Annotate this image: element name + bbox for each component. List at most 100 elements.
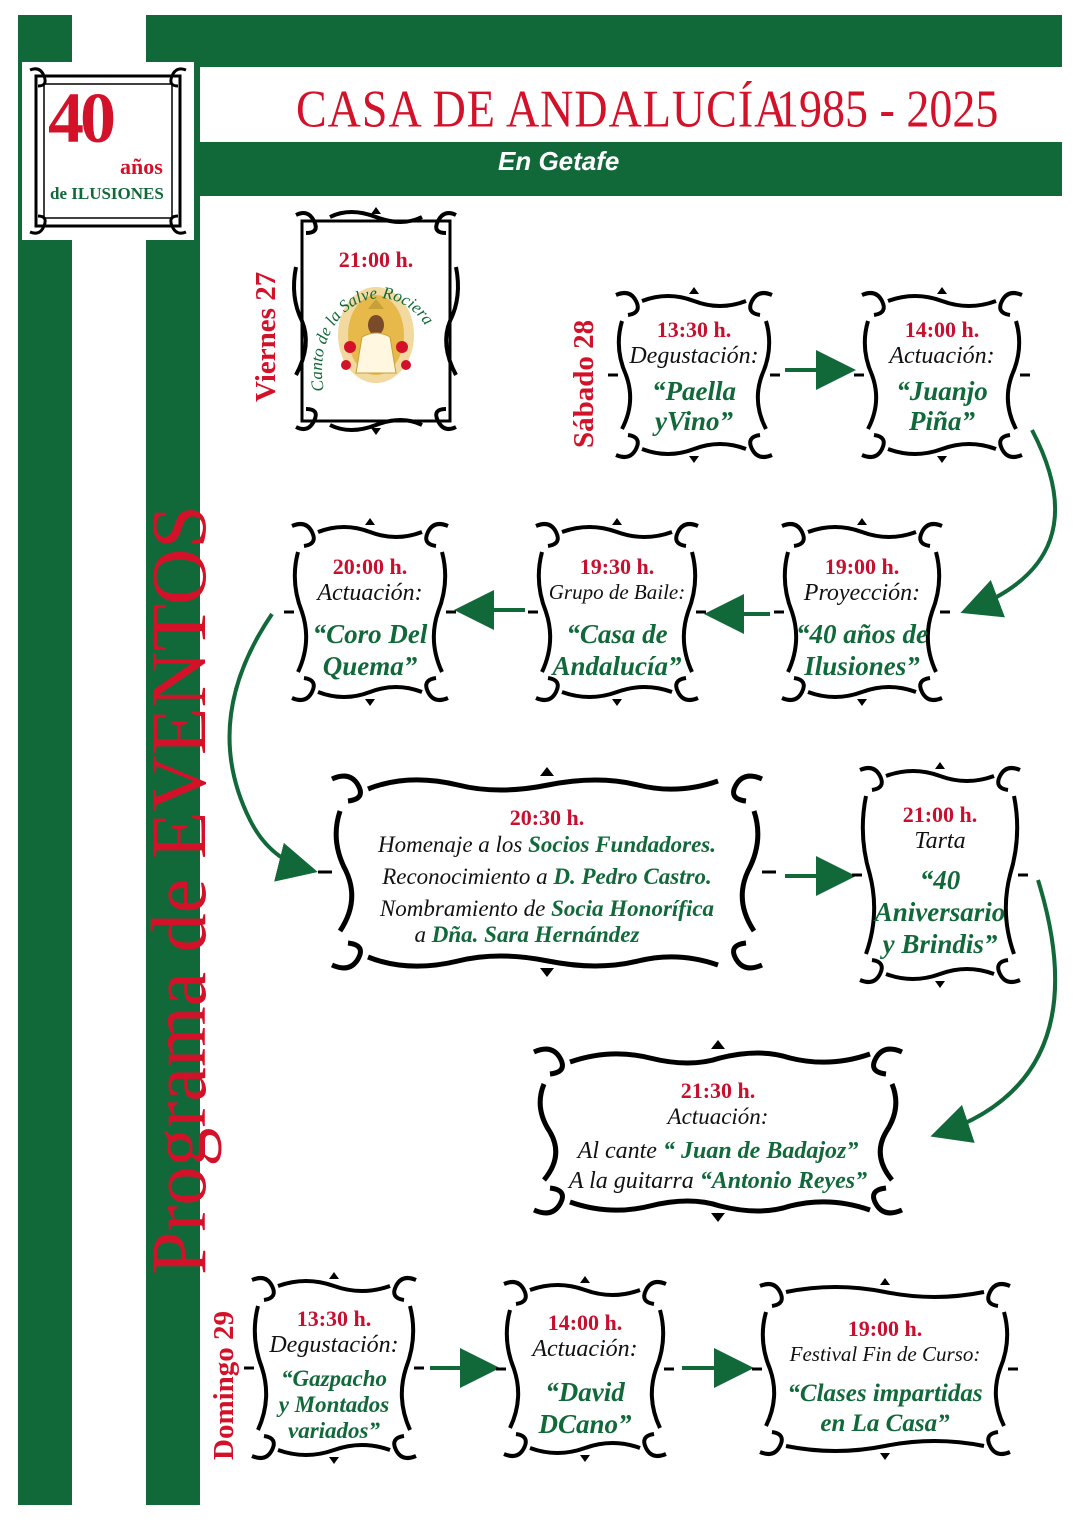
logo-de: de <box>50 184 67 203</box>
event-name-line-2: yVino” <box>654 406 734 436</box>
event-name-line-2: Piña” <box>908 406 975 436</box>
event-time: 21:00 h. <box>338 247 414 272</box>
event-name-line-1: “Gazpacho <box>280 1366 388 1391</box>
header-title: CASA DE ANDALUCÍA <box>296 79 789 138</box>
event-label: Actuación: <box>317 580 423 606</box>
logo-anos: años <box>120 154 163 179</box>
logo-ilusiones-word: ILUSIONES <box>71 184 164 203</box>
event-time: 13:30 h. <box>296 1306 372 1331</box>
arrow-juanjo-proyeccion <box>960 429 1057 618</box>
event-time: 20:00 h. <box>332 554 408 579</box>
logo-ornate-frame <box>29 67 187 235</box>
line-highlight: “ Juan de Badajoz” <box>662 1138 859 1164</box>
event-name-line-3: y Brindis” <box>882 929 998 959</box>
ornate-frame <box>532 1040 904 1222</box>
line-prefix: A la guitarra <box>568 1168 700 1194</box>
line-prefix: Nombramiento de <box>379 896 552 921</box>
event-label: Degustación: <box>629 343 759 369</box>
ornate-frame <box>852 762 1028 988</box>
line-highlight: Dña. Sara Hernández <box>431 922 640 947</box>
top-green-stripe-left-corner <box>18 15 72 67</box>
ornate-frame <box>528 518 706 706</box>
line-highlight: Socios Fundadores. <box>528 832 716 857</box>
virgin-image-icon <box>338 287 414 383</box>
arrow-tarta-cante <box>930 879 1058 1143</box>
line-highlight: D. Pedro Castro. <box>553 864 712 889</box>
ornate-frame <box>752 1278 1018 1460</box>
event-label: Actuación: <box>532 1336 638 1362</box>
top-green-stripe-left <box>146 15 1062 67</box>
event-time: 20:30 h. <box>509 805 585 830</box>
event-time: 19:00 h. <box>824 554 900 579</box>
line-highlight: “Antonio Reyes” <box>699 1168 868 1194</box>
ornate-frame <box>244 1272 424 1464</box>
event-name-line-2: DCano” <box>538 1409 632 1439</box>
left-green-stripe-2 <box>146 15 200 1505</box>
event-name-line-1: “David <box>545 1377 625 1407</box>
event-time: 21:30 h. <box>680 1078 756 1103</box>
ornate-frame <box>318 767 776 977</box>
arc-text: Canto de la Salve Rociera <box>307 283 438 393</box>
ornate-frame <box>608 287 780 463</box>
event-time: 14:00 h. <box>904 317 980 342</box>
ornate-frame <box>292 207 460 435</box>
logo-ilusiones: de ILUSIONES <box>50 184 164 204</box>
ornate-frame <box>284 518 456 706</box>
cante-line-2: A la guitarra “Antonio Reyes” <box>522 1166 914 1197</box>
event-name-line-1: “Paella <box>652 376 736 406</box>
line-prefix: Al cante <box>577 1138 663 1164</box>
event-label: Tarta <box>914 828 966 854</box>
anniversary-logo: 40 años de ILUSIONES <box>22 62 194 240</box>
event-name-line-1: “Coro Del <box>312 619 428 649</box>
svg-text:Canto de la Salve Rociera: Canto de la Salve Rociera <box>307 283 438 393</box>
homenaje-line-4: a Dña. Sara Hernández <box>278 919 776 950</box>
homenaje-line-1: Homenaje a los Socios Fundadores. <box>318 829 776 860</box>
event-label: Actuación: <box>667 1104 769 1129</box>
event-time: 13:30 h. <box>656 317 732 342</box>
homenaje-line-2: Reconocimiento a D. Pedro Castro. <box>318 861 776 892</box>
event-name-line-1: “40 años de <box>795 619 928 649</box>
line-prefix: Homenaje a los <box>378 832 529 857</box>
header-years: 1985 - 2025 <box>776 79 999 138</box>
ornate-frame <box>496 1276 674 1462</box>
event-name-line-2: Andalucía” <box>552 651 682 681</box>
event-label: Proyección: <box>803 580 921 606</box>
header-green-band <box>200 142 1062 196</box>
event-sat-homenaje: 20:30 h. Homenaje a los Socios Fundadore… <box>318 767 776 977</box>
event-label: Degustación: <box>269 1332 399 1358</box>
event-name-line-2: en La Casa” <box>820 1410 950 1437</box>
header-subtitle: En Getafe <box>498 146 620 176</box>
event-sat-cante: 21:30 h. Actuación: Al cante “ Juan de B… <box>522 1040 914 1222</box>
cante-line-1: Al cante “ Juan de Badajoz” <box>522 1136 914 1167</box>
event-name-line-3: variados” <box>288 1418 380 1443</box>
event-time: 14:00 h. <box>547 1310 623 1335</box>
line-highlight: Socia Honorífica <box>551 896 715 921</box>
event-name-line-1: “Casa de <box>566 619 668 649</box>
event-time: 19:00 h. <box>847 1316 923 1341</box>
ornate-frame <box>774 518 950 706</box>
event-time: 19:30 h. <box>579 554 655 579</box>
event-time: 21:00 h. <box>902 802 978 827</box>
event-name-line-1: “40 <box>919 865 961 895</box>
logo-number: 40 <box>48 78 116 158</box>
event-label: Actuación: <box>889 343 995 369</box>
line-prefix: Reconocimiento a <box>382 864 554 889</box>
event-label: Grupo de Baile: <box>548 580 686 604</box>
arrow-coro-homenaje <box>227 612 318 882</box>
line-prefix: a <box>414 922 432 947</box>
event-name-line-2: y Montados <box>278 1392 390 1417</box>
event-name-line-1: “Juanjo <box>896 376 988 406</box>
event-sun-festival: 19:00 h.Festival Fin de Curso:“Clases im… <box>752 1278 1018 1460</box>
homenaje-line-3: Nombramiento de Socia Honorífica <box>318 893 776 924</box>
event-label: Festival Fin de Curso: <box>789 1342 981 1366</box>
event-name-line-2: Ilusiones” <box>804 651 920 681</box>
left-green-stripe <box>18 15 72 1505</box>
